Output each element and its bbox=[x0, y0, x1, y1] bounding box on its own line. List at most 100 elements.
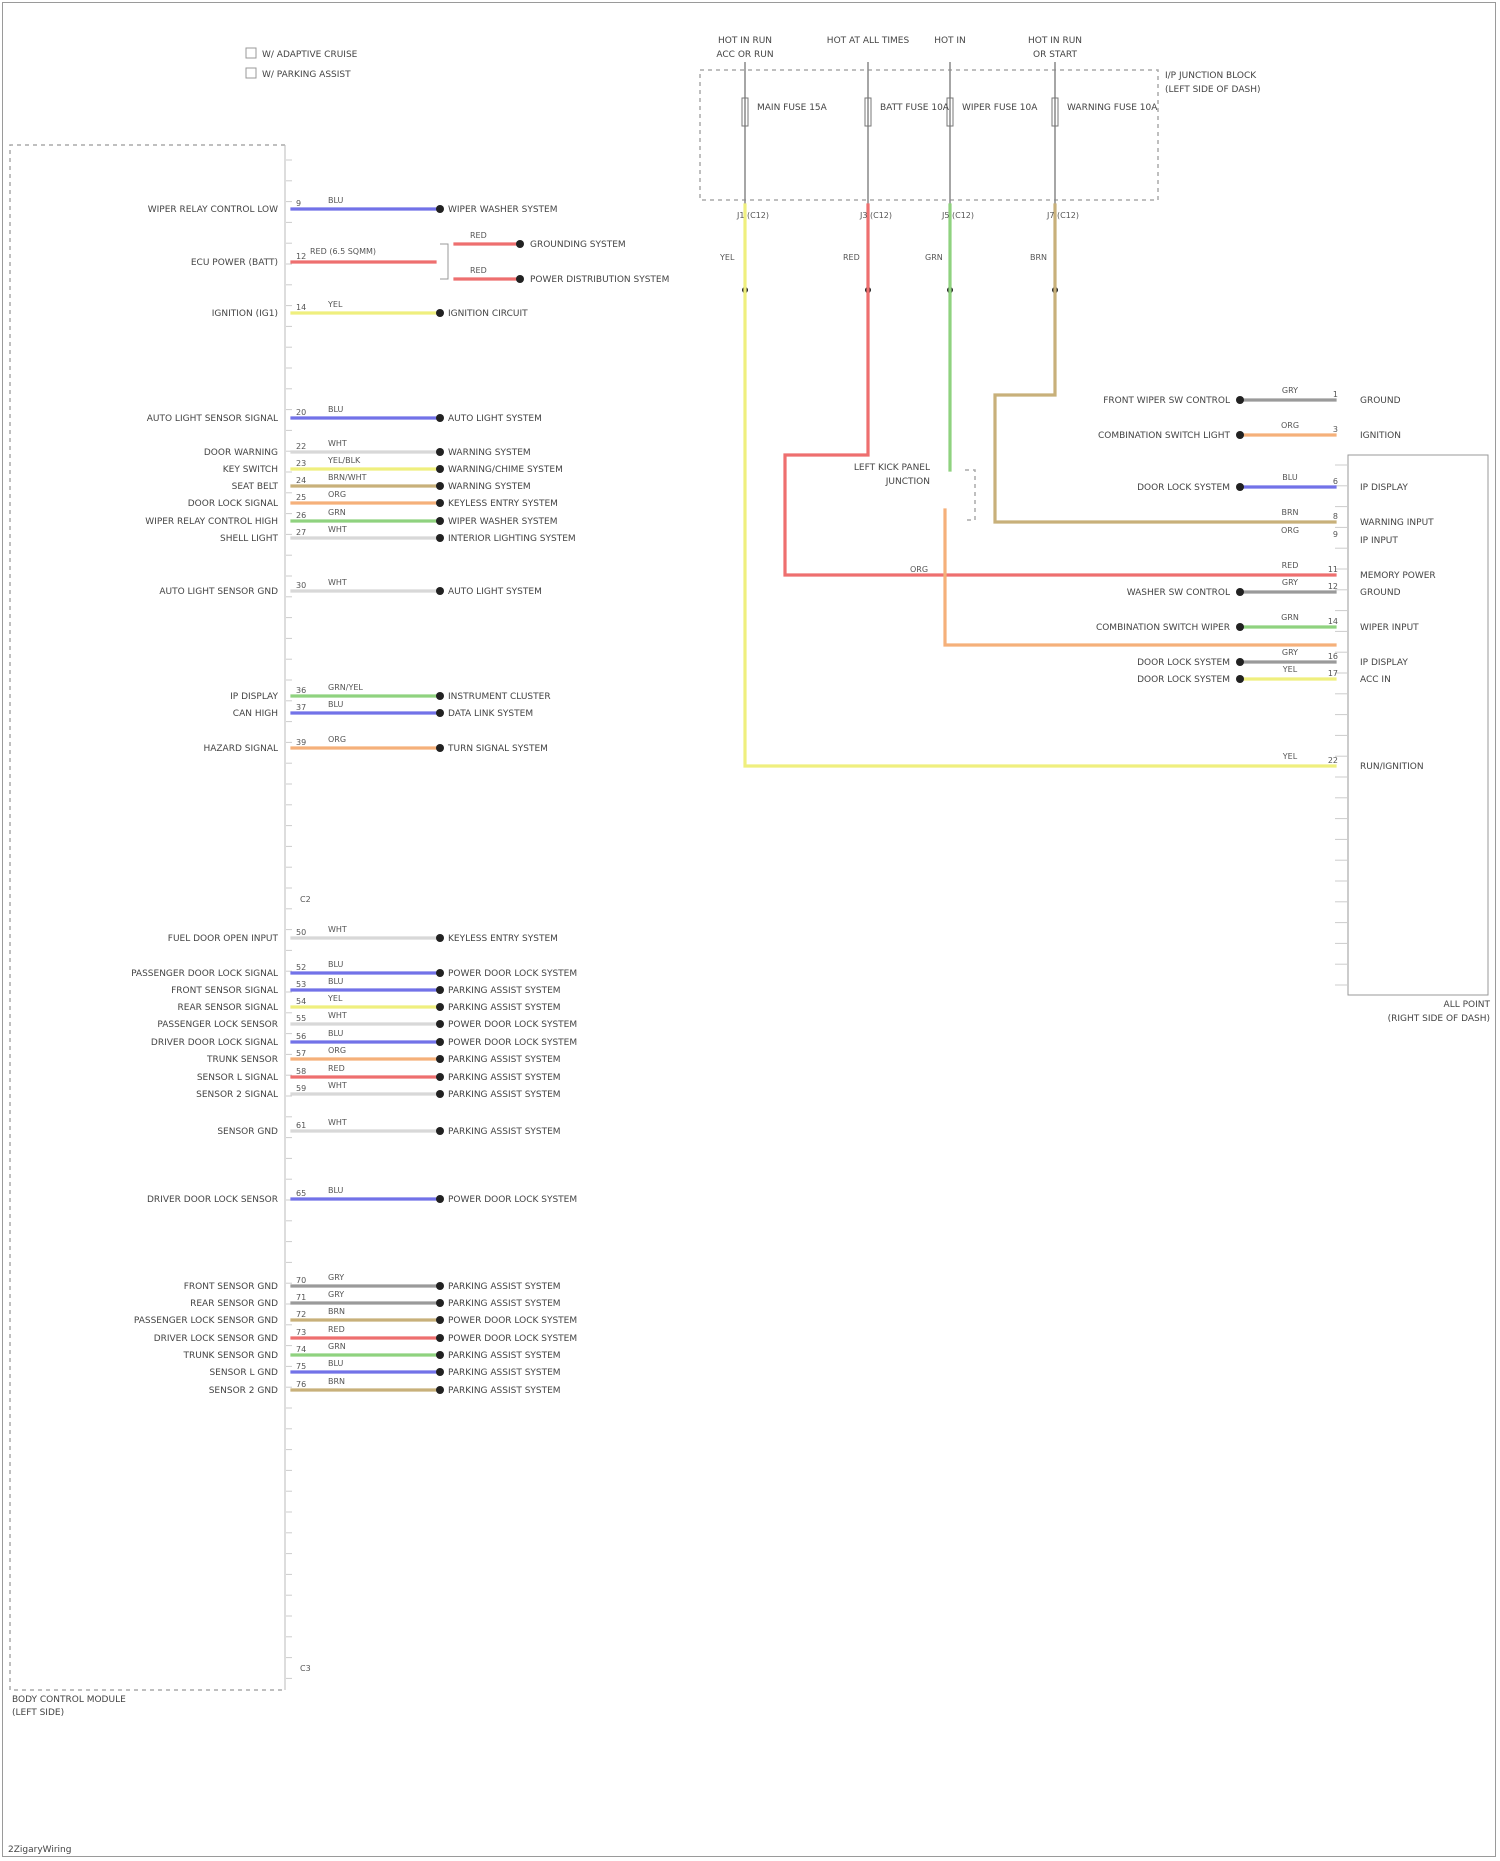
wire-terminal bbox=[436, 414, 444, 422]
right-pin-number: 9 bbox=[1333, 530, 1338, 539]
right-source-label: COMBINATION SWITCH WIPER bbox=[1096, 623, 1230, 633]
wire-code: GRN bbox=[328, 1342, 346, 1351]
left-pin-label: TRUNK SENSOR bbox=[206, 1055, 278, 1065]
wire-code: ORG bbox=[1281, 526, 1299, 535]
left-pin-label: ECU POWER (BATT) bbox=[191, 258, 278, 268]
left-pin-number: 73 bbox=[296, 1328, 306, 1337]
wire-terminal bbox=[436, 1038, 444, 1046]
wire-code: YEL bbox=[327, 994, 343, 1003]
left-destination: INSTRUMENT CLUSTER bbox=[448, 692, 551, 702]
left-destination: PARKING ASSIST SYSTEM bbox=[448, 1003, 561, 1013]
left-destination: IGNITION CIRCUIT bbox=[448, 309, 528, 319]
wire-code: BRN/WHT bbox=[328, 473, 367, 482]
left-pin-number: 26 bbox=[296, 511, 306, 520]
right-pin-number: 14 bbox=[1328, 617, 1338, 626]
wire-terminal bbox=[436, 1299, 444, 1307]
wire-code: ORG bbox=[910, 565, 928, 574]
wire-code: WHT bbox=[328, 1118, 347, 1127]
wire-terminal bbox=[436, 969, 444, 977]
left-pin-number: 74 bbox=[296, 1345, 306, 1354]
wire-code: BRN bbox=[328, 1307, 345, 1316]
wire-code: BLU bbox=[328, 960, 344, 969]
splice-sublabel: JUNCTION bbox=[885, 477, 930, 487]
wire-code: ORG bbox=[328, 735, 346, 744]
watermark: 2ZigaryWiring bbox=[8, 1845, 71, 1855]
wire-code: ORG bbox=[328, 490, 346, 499]
left-pin-label: FUEL DOOR OPEN INPUT bbox=[168, 934, 279, 944]
left-pin-number: 9 bbox=[296, 199, 301, 208]
left-destination: POWER DOOR LOCK SYSTEM bbox=[448, 1195, 577, 1205]
wire-terminal bbox=[436, 465, 444, 473]
left-destination: POWER DOOR LOCK SYSTEM bbox=[448, 1038, 577, 1048]
left-pin-label: FRONT SENSOR GND bbox=[184, 1282, 278, 1292]
left-destination: POWER DOOR LOCK SYSTEM bbox=[448, 969, 577, 979]
left-pin-label: AUTO LIGHT SENSOR SIGNAL bbox=[147, 414, 278, 424]
left-destination: POWER DISTRIBUTION SYSTEM bbox=[530, 275, 669, 285]
wire-terminal bbox=[436, 934, 444, 942]
wire-terminal bbox=[1236, 483, 1244, 491]
right-pin-number: 6 bbox=[1333, 477, 1338, 486]
left-pin-label: HAZARD SIGNAL bbox=[203, 744, 278, 754]
fuse-box-sublabel: (LEFT SIDE OF DASH) bbox=[1165, 85, 1260, 95]
left-destination: INTERIOR LIGHTING SYSTEM bbox=[448, 534, 576, 544]
wire-code: WHT bbox=[328, 925, 347, 934]
right-pin-label: IGNITION bbox=[1360, 431, 1401, 441]
right-pin-number: 12 bbox=[1328, 582, 1338, 591]
left-pin-label: DOOR WARNING bbox=[204, 448, 278, 458]
left-pin-label: PASSENGER DOOR LOCK SIGNAL bbox=[131, 969, 278, 979]
left-destination: WARNING/CHIME SYSTEM bbox=[448, 465, 563, 475]
wire-code: YEL bbox=[719, 253, 735, 262]
left-destination: PARKING ASSIST SYSTEM bbox=[448, 1386, 561, 1396]
fuse-connector: J3 (C12) bbox=[859, 211, 892, 220]
wire-code: RED bbox=[1282, 561, 1299, 570]
left-pin-number: 22 bbox=[296, 442, 306, 451]
left-destination: KEYLESS ENTRY SYSTEM bbox=[448, 934, 558, 944]
left-pin-number: 71 bbox=[296, 1293, 306, 1302]
left-destination: PARKING ASSIST SYSTEM bbox=[448, 1351, 561, 1361]
wire-code: GRN bbox=[1281, 613, 1299, 622]
wire-code: YEL/BLK bbox=[327, 456, 361, 465]
left-destination: POWER DOOR LOCK SYSTEM bbox=[448, 1334, 577, 1344]
wire-code: GRY bbox=[1282, 386, 1298, 395]
wire-code: BLU bbox=[328, 700, 344, 709]
wire-terminal bbox=[436, 534, 444, 542]
left-destination: PARKING ASSIST SYSTEM bbox=[448, 1090, 561, 1100]
wire-terminal bbox=[436, 309, 444, 317]
fuse-label: WIPER FUSE 10A bbox=[962, 103, 1038, 113]
left-pin-label: DRIVER DOOR LOCK SENSOR bbox=[147, 1195, 278, 1205]
left-destination: PARKING ASSIST SYSTEM bbox=[448, 986, 561, 996]
wire-code: RED bbox=[328, 1325, 345, 1334]
wire-terminal bbox=[436, 1386, 444, 1394]
wire-code: BRN bbox=[1281, 508, 1298, 517]
fuse-column-subtitle: OR START bbox=[1033, 50, 1077, 60]
wire-terminal bbox=[436, 1282, 444, 1290]
fuse-column-title: HOT IN RUN bbox=[1028, 36, 1082, 46]
left-pin-number: 20 bbox=[296, 408, 306, 417]
wire-code: GRY bbox=[1282, 648, 1298, 657]
wire-terminal bbox=[436, 1020, 444, 1028]
left-destination: PARKING ASSIST SYSTEM bbox=[448, 1055, 561, 1065]
legend-box bbox=[246, 48, 256, 58]
fuse-column-title: HOT IN RUN bbox=[718, 36, 772, 46]
legend-item: W/ ADAPTIVE CRUISE bbox=[262, 50, 358, 60]
wire-terminal bbox=[436, 744, 444, 752]
right-module-label: ALL POINT bbox=[1444, 1000, 1491, 1010]
right-pin-number: 3 bbox=[1333, 425, 1338, 434]
right-source-label: COMBINATION SWITCH LIGHT bbox=[1098, 431, 1231, 441]
left-destination: PARKING ASSIST SYSTEM bbox=[448, 1127, 561, 1137]
wire-code: BLU bbox=[328, 1359, 344, 1368]
left-destination: WARNING SYSTEM bbox=[448, 448, 531, 458]
right-pin-number: 1 bbox=[1333, 390, 1338, 399]
left-pin-label: CAN HIGH bbox=[233, 709, 278, 719]
wire-code: RED bbox=[328, 1064, 345, 1073]
right-module-sublabel: (RIGHT SIDE OF DASH) bbox=[1388, 1014, 1490, 1024]
right-pin-label: IP DISPLAY bbox=[1360, 658, 1408, 668]
wire-terminal bbox=[1236, 431, 1244, 439]
right-pin-label: RUN/IGNITION bbox=[1360, 762, 1424, 772]
left-pin-label: AUTO LIGHT SENSOR GND bbox=[159, 587, 278, 597]
wire-terminal bbox=[436, 1127, 444, 1135]
left-pin-label: DOOR LOCK SIGNAL bbox=[188, 499, 278, 509]
wire-code: BLU bbox=[328, 977, 344, 986]
left-pin-number: 12 bbox=[296, 252, 306, 261]
wire-terminal bbox=[436, 1073, 444, 1081]
